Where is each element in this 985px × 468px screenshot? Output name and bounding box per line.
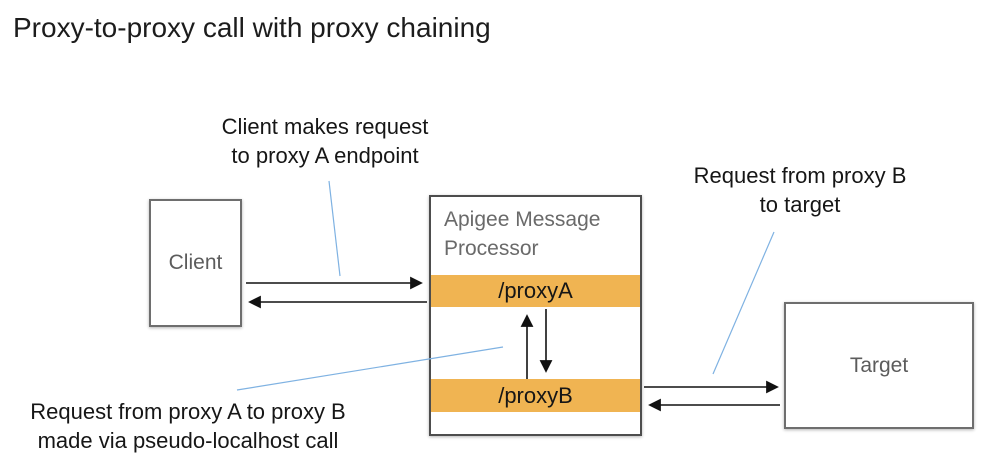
annotation-proxyb-to-target: Request from proxy B to target (694, 161, 907, 219)
annotation-client-request: Client makes request to proxy A endpoint (222, 112, 429, 170)
diagram-title: Proxy-to-proxy call with proxy chaining (13, 12, 491, 43)
message-processor-box: Apigee Message Processor /proxyA /proxyB (429, 195, 642, 436)
annotation-line: to target (759, 192, 841, 217)
annotation-line: Request from proxy B (693, 163, 907, 188)
proxyb-endpoint-bar: /proxyB (431, 379, 640, 412)
client-box-label: Client (168, 251, 223, 274)
annotation-line: Client makes request (221, 114, 429, 139)
client-box: Client (149, 199, 242, 327)
annotation-line: to proxy A endpoint (231, 143, 419, 168)
target-box: Target (784, 302, 974, 429)
proxya-endpoint-bar: /proxyA (431, 275, 640, 307)
annotation-proxya-to-proxyb: Request from proxy A to proxy B made via… (30, 397, 345, 455)
callout-line-proxyb-target (712, 231, 775, 375)
target-box-label: Target (849, 353, 909, 377)
message-processor-label: Apigee Message Processor (444, 208, 601, 260)
annotation-line: Request from proxy A to proxy B (30, 399, 346, 424)
callout-line-client-request (328, 180, 341, 277)
proxya-endpoint-label: /proxyA (498, 278, 573, 303)
proxyb-endpoint-label: /proxyB (498, 382, 573, 408)
annotation-line: made via pseudo-localhost call (37, 428, 339, 453)
